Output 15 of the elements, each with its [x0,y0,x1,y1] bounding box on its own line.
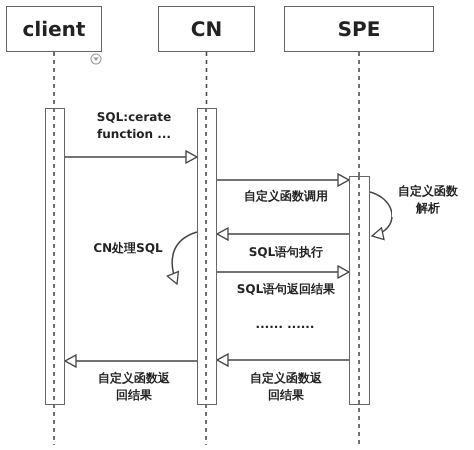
arrow [216,353,349,367]
activation-bar [197,108,217,405]
participant-box: CN [158,6,255,52]
lifeline [358,52,360,176]
participant-box: client [6,6,102,52]
participant-box: SPE [284,6,434,52]
arrow [216,227,349,241]
activation-bar [349,176,370,405]
arrow [166,231,198,285]
activation-bar [45,108,65,405]
arrow [370,191,393,240]
arrow [217,265,350,279]
arrow [217,173,350,187]
arrow [65,150,198,164]
arrow [64,354,197,368]
